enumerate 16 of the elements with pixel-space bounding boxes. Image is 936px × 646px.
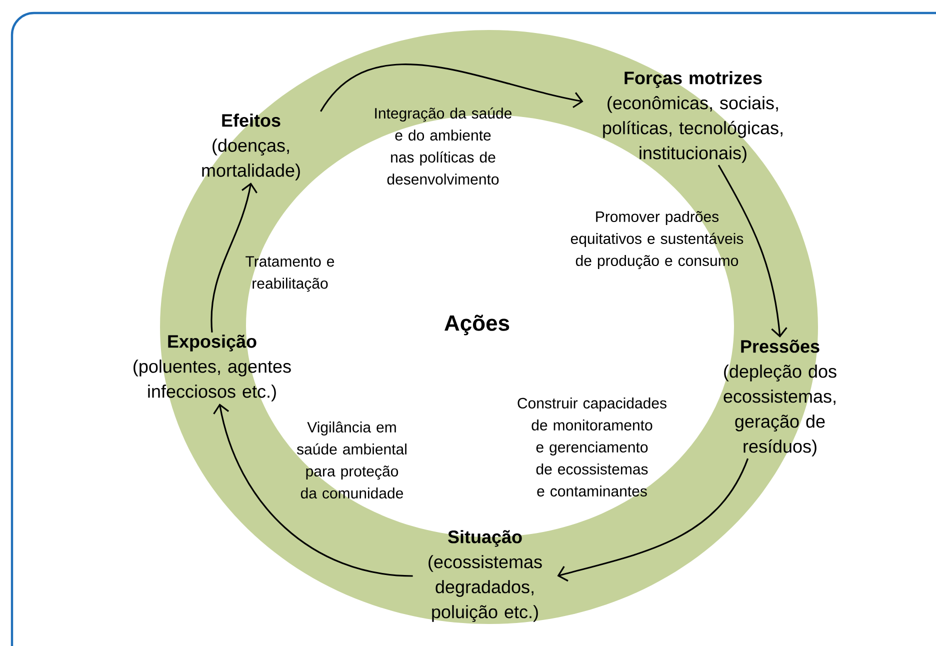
action-text: Construir capacidades de monitoramento e gerenciamento de ecossistemas e contaminantes <box>518 398 666 496</box>
stage-label: Situação (ecossistemas degradados, poluição etc.) <box>428 530 542 622</box>
curved-arrow <box>718 164 788 338</box>
stage-label: Exposição (poluentes, agentes infecciosos etc.) <box>134 334 291 402</box>
center-title: Ações <box>444 314 510 336</box>
stage-label: Forças motrizes (econômicas, sociais, políticas, tecnológicas, institucionais) <box>603 71 782 163</box>
stage-label: Efeitos (doenças, mortalidade) <box>202 114 300 180</box>
action-text: Vigilância em saúde ambiental para proteção da comunidade <box>296 421 406 499</box>
curved-arrow <box>213 404 413 577</box>
action-text: Promover padrões equitativos e sustentáveis de produção e consumo <box>570 210 744 270</box>
action-text: Integração da saúde e do ambiente nas políticas de desenvolvimento <box>375 107 512 185</box>
stage-label: Pressões (depleção dos ecossistemas, geração de resíduos) <box>724 340 836 456</box>
curved-arrow <box>320 64 584 112</box>
curved-arrow <box>210 182 258 332</box>
curved-arrow <box>557 458 749 582</box>
action-text: Tratamento e reabilitação <box>246 256 334 292</box>
